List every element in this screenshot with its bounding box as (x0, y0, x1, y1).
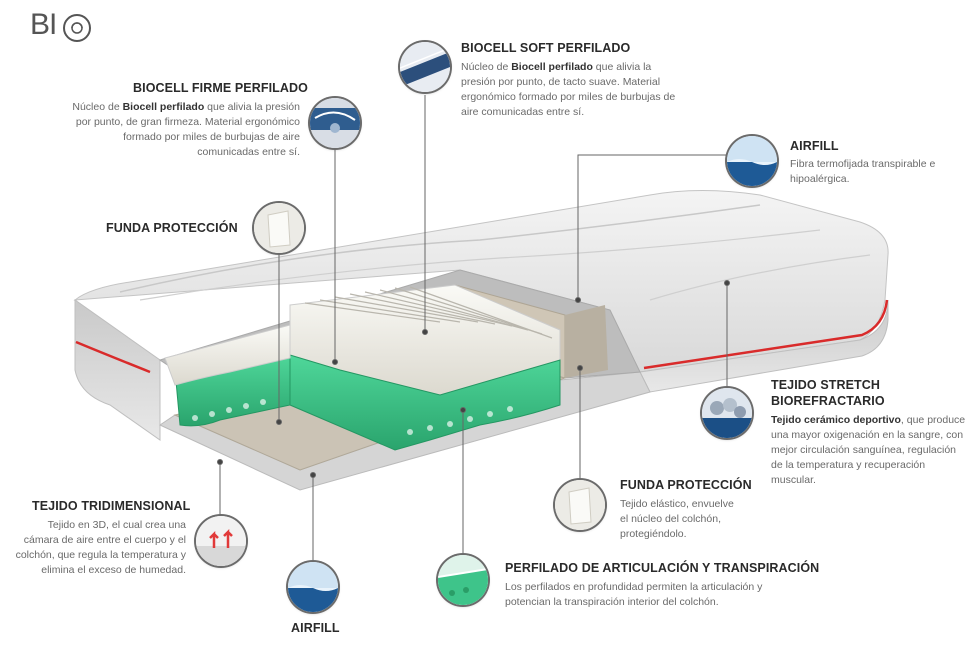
biocell-firme-title: BIOCELL FIRME PERFILADO (133, 81, 308, 95)
funda-right-desc: Tejido elástico, envuelve el núcleo del … (620, 498, 734, 540)
biocell-firme-desc: Núcleo de Biocell perfilado que alivia l… (72, 101, 300, 158)
quilt-line (119, 204, 761, 293)
tejido-stretch-title-1: TEJIDO STRETCH (771, 378, 881, 392)
funda-right-icon (555, 480, 605, 530)
profiled-foam-icon (438, 555, 488, 605)
funda-left-icon (254, 203, 304, 253)
perfilado-title: PERFILADO DE ARTICULACIÓN Y TRANSPIRACIÓ… (505, 561, 820, 575)
quilt-line (139, 229, 821, 301)
red-stripe-right (643, 299, 889, 370)
soft-ribs (304, 286, 553, 339)
mattress-side-left (74, 299, 161, 441)
tejido-stretch-desc: Tejido cerámico deportivo, que produce u… (771, 414, 966, 486)
airfill-top-desc: Fibra termofijada transpirable e hipoalé… (790, 158, 936, 185)
stretch-fabric-icon (702, 388, 752, 438)
tejido-3d-desc: Tejido en 3D, el cual crea una cámara de… (15, 519, 186, 576)
green-profile-holes (192, 399, 513, 435)
airfill-top-title: AIRFILL (790, 139, 839, 153)
biocell-soft-desc: Núcleo de Biocell perfilado que alivia l… (461, 61, 676, 118)
funda-right-title: FUNDA PROTECCIÓN (620, 478, 752, 492)
red-stripe-left (75, 340, 151, 374)
cream-left-layer (164, 324, 291, 386)
tan-block-side (565, 305, 608, 378)
logo-ring-icon (63, 14, 91, 42)
mattress-side-right (639, 299, 889, 393)
quilt-line (649, 254, 871, 301)
airflow-arrows-icon (196, 516, 246, 566)
biocell-soft-icon (400, 42, 450, 92)
tejido-3d-title: TEJIDO TRIDIMENSIONAL (32, 499, 191, 513)
airfill-top-icon (727, 136, 777, 186)
biocell-firme-icon (310, 98, 360, 148)
green-firm-block (289, 354, 561, 451)
perfilado-desc: Los perfilados en profundidad permiten l… (505, 581, 763, 608)
tejido-stretch-title-2: BIOREFRACTARIO (771, 394, 885, 408)
bio-logo: BI (30, 6, 100, 46)
funda-left-title: FUNDA PROTECCIÓN (106, 221, 238, 235)
biocell-soft-title: BIOCELL SOFT PERFILADO (461, 41, 631, 55)
logo-text: BI (30, 8, 57, 41)
airfill-bottom-icon (288, 562, 338, 612)
airfill-bottom-title: AIRFILL (291, 621, 340, 635)
